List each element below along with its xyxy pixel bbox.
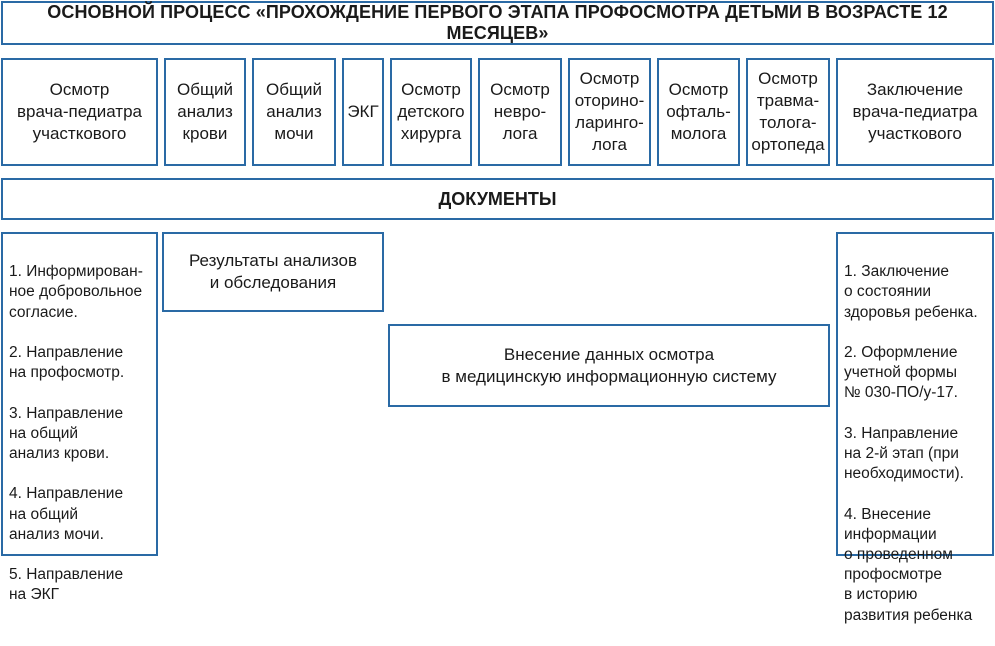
document-item: 5. Направление на ЭКГ	[9, 566, 124, 604]
step-neurologist: Осмотр невро- лога	[478, 58, 562, 166]
process-title: ОСНОВНОЙ ПРОЦЕСС «ПРОХОЖДЕНИЕ ПЕРВОГО ЭТ…	[1, 1, 994, 45]
step-blood-test: Общий анализ крови	[164, 58, 246, 166]
document-item: 1. Информирован- ное добровольное соглас…	[9, 263, 143, 321]
document-item: 2. Оформление учетной формы № 030-ПО/у-1…	[844, 344, 958, 402]
documents-results: Результаты анализов и обследования	[162, 232, 384, 312]
document-item: 3. Направление на общий анализ крови.	[9, 404, 124, 463]
step-pediatrician-exam: Осмотр врача-педиатра участкового	[1, 58, 158, 166]
step-ecg: ЭКГ	[342, 58, 384, 166]
documents-header: ДОКУМЕНТЫ	[1, 178, 994, 220]
step-pediatrician-conclusion: Заключение врача-педиатра участкового	[836, 58, 994, 166]
document-item: 3. Направление на 2-й этап (при необходи…	[844, 424, 964, 483]
document-item: 4. Внесение информации о проведенном про…	[844, 505, 973, 624]
document-item: 1. Заключение о состоянии здоровья ребен…	[844, 263, 978, 321]
documents-left-list: 1. Информирован- ное добровольное соглас…	[1, 232, 158, 603]
step-otorhinolaryngologist: Осмотр оторино- ларинго- лога	[568, 58, 651, 166]
step-urine-test: Общий анализ мочи	[252, 58, 336, 166]
step-ophthalmologist: Осмотр офталь- молога	[657, 58, 740, 166]
documents-mis-entry: Внесение данных осмотра в медицинскую ин…	[388, 324, 830, 407]
document-item: 4. Направление на общий анализ мочи.	[9, 485, 124, 543]
step-pediatric-surgeon: Осмотр детского хирурга	[390, 58, 472, 166]
document-item: 2. Направление на профосмотр.	[9, 344, 125, 382]
step-traumatologist-orthopedist: Осмотр травма- толога- ортопеда	[746, 58, 830, 166]
documents-right-list: 1. Заключение о состоянии здоровья ребен…	[836, 232, 994, 624]
